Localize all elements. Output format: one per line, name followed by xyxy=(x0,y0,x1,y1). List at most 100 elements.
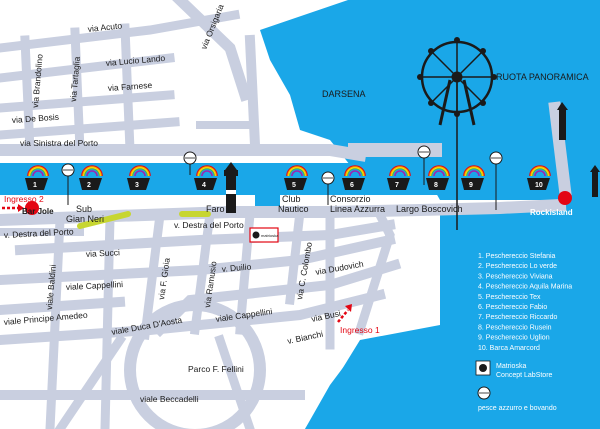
legend-fish: pesce azzurro e bovando xyxy=(477,386,557,412)
boat-number: 3 xyxy=(135,182,139,189)
roundabout xyxy=(124,299,266,429)
label-bar-jole: Bar Jole xyxy=(22,207,54,216)
legend-item: 7. Peschereccio Riccardo xyxy=(478,314,557,321)
street-viale-cappellini-west: viale Cappellini xyxy=(66,279,124,292)
legend-item: 6. Peschereccio Fabio xyxy=(478,304,547,311)
street-via-succi: via Succi xyxy=(86,247,121,259)
boat-number: 1 xyxy=(33,182,37,189)
label-club-nautico-1: Club xyxy=(282,194,301,204)
boat-number: 4 xyxy=(202,182,206,189)
label-ingresso-2: Ingresso 2 xyxy=(4,194,44,204)
label-ingresso-1: Ingresso 1 xyxy=(340,325,380,335)
rockisland-marker-icon xyxy=(558,191,572,205)
green-strips xyxy=(77,211,211,229)
legend-matrioska: Matrioska Concept LabStore xyxy=(475,360,553,379)
label-darsena: DARSENA xyxy=(322,89,366,99)
legend-matrioska-2: Concept LabStore xyxy=(496,372,553,379)
boats: 1 2 3 4 5 6 7 8 9 10 xyxy=(25,165,551,190)
beacon-pier-icon xyxy=(557,102,568,140)
ingresso-2-arrow-icon xyxy=(2,204,24,212)
label-sub-2: Gian Neri xyxy=(66,214,104,224)
boat-4: 4 xyxy=(194,165,218,190)
boat-9: 9 xyxy=(461,165,485,190)
street-via-tartaglia: via Tartaglia xyxy=(68,56,82,102)
boat-hull-icon xyxy=(194,178,217,190)
street-via-farnese: via Farnese xyxy=(107,80,152,93)
boat-7: 7 xyxy=(387,165,411,190)
boat-number: 10 xyxy=(535,182,543,189)
boat-8: 8 xyxy=(426,165,450,190)
boat-hull-icon xyxy=(426,178,449,190)
fish-marker-icon xyxy=(489,151,503,210)
matrioska-badge-text: matrioska xyxy=(261,233,279,238)
label-sub-1: Sub xyxy=(76,204,92,214)
boat-hull-icon xyxy=(25,178,48,190)
legend-item: 3. Peschereccio Viviana xyxy=(478,273,553,280)
legend-item: 10. Barca Amarcord xyxy=(478,345,540,352)
label-club-nautico-2: Nautico xyxy=(278,204,309,214)
red-points xyxy=(25,191,572,215)
legend-item: 2. Peschereccio Lo verde xyxy=(478,263,557,270)
label-consorzio-1: Consorzio xyxy=(330,194,371,204)
label-ruota-panoramica: RUOTA PANORAMICA xyxy=(496,72,589,82)
boat-1: 1 xyxy=(25,165,49,190)
street-v-duilio: v. Duilio xyxy=(221,261,252,274)
lighthouse-faro-icon xyxy=(224,162,238,213)
street-via-acuto: via Acuto xyxy=(87,20,123,34)
boat-hull-icon xyxy=(284,178,307,190)
boat-hull-icon xyxy=(79,178,102,190)
ferris-wheel xyxy=(417,37,497,230)
place-labels: DARSENA RUOTA PANORAMICA Club Nautico Co… xyxy=(4,72,589,335)
beacon-rock-icon xyxy=(590,165,600,197)
boat-hull-icon xyxy=(127,178,150,190)
boat-hull-icon xyxy=(461,178,484,190)
legend-list: 1. Peschereccio Stefania 2. Peschereccio … xyxy=(478,253,572,352)
legend-fish-label: pesce azzurro e bovando xyxy=(478,405,557,412)
street-via-sinistra-del-porto: via Sinistra del Porto xyxy=(20,138,98,148)
entrance-arrows xyxy=(2,204,352,323)
boat-number: 9 xyxy=(469,182,473,189)
legend-matrioska-1: Matrioska xyxy=(496,363,526,370)
boat-number: 8 xyxy=(434,182,438,189)
legend: 1. Peschereccio Stefania 2. Peschereccio … xyxy=(475,253,572,412)
legend-item: 1. Peschereccio Stefania xyxy=(478,253,556,260)
boat-number: 2 xyxy=(87,182,91,189)
label-rockisland: Rockisland xyxy=(530,208,573,217)
boat-hull-icon xyxy=(342,178,365,190)
matrioska-doll-icon xyxy=(252,231,260,239)
boat-3: 3 xyxy=(127,165,151,190)
park-f-fellini: Parco F. Fellini xyxy=(188,364,244,374)
fish-marker-icon xyxy=(61,163,75,205)
label-largo-boscovich: Largo Boscovich xyxy=(396,204,463,214)
legend-item: 5. Peschereccio Tex xyxy=(478,294,541,301)
matrioska-legend-icon xyxy=(479,364,487,372)
street-via-de-bosis: via De Bosis xyxy=(11,112,59,125)
fish-marker-icon xyxy=(417,145,431,185)
boat-2: 2 xyxy=(79,165,103,190)
boat-number: 7 xyxy=(395,182,399,189)
fish-marker-icon xyxy=(183,151,197,175)
fish-markers xyxy=(61,145,503,210)
legend-item: 8. Peschereccio Rusein xyxy=(478,324,552,331)
boat-5: 5 xyxy=(284,165,308,190)
bar-jole-marker-icon xyxy=(25,201,39,215)
boat-hull-icon xyxy=(527,178,550,190)
street-v-destra-del-porto-east: v. Destra del Porto xyxy=(174,220,244,230)
ingresso-1-arrow-icon xyxy=(337,304,352,323)
beacon-icons xyxy=(224,102,600,213)
boat-6: 6 xyxy=(342,165,366,190)
street-v-destra-del-porto-west: v. Destra del Porto xyxy=(4,226,74,240)
street-v-bianchi: v. Bianchi xyxy=(286,329,324,346)
legend-item: 9. Peschereccio Uglion xyxy=(478,335,550,342)
street-via-brandolino: via Brandolino xyxy=(30,53,45,108)
street-viale-baldini: viale Baldini xyxy=(44,264,58,310)
boat-number: 5 xyxy=(292,182,296,189)
street-viale-beccadelli: viale Beccadelli xyxy=(140,394,199,404)
matrioska-map-badge: matrioska xyxy=(249,227,279,243)
legend-item: 4. Peschereccio Aquila Marina xyxy=(478,284,572,291)
boat-number: 6 xyxy=(350,182,354,189)
fish-marker-icon xyxy=(321,171,335,205)
label-consorzio-2: Linea Azzurra xyxy=(330,204,385,214)
